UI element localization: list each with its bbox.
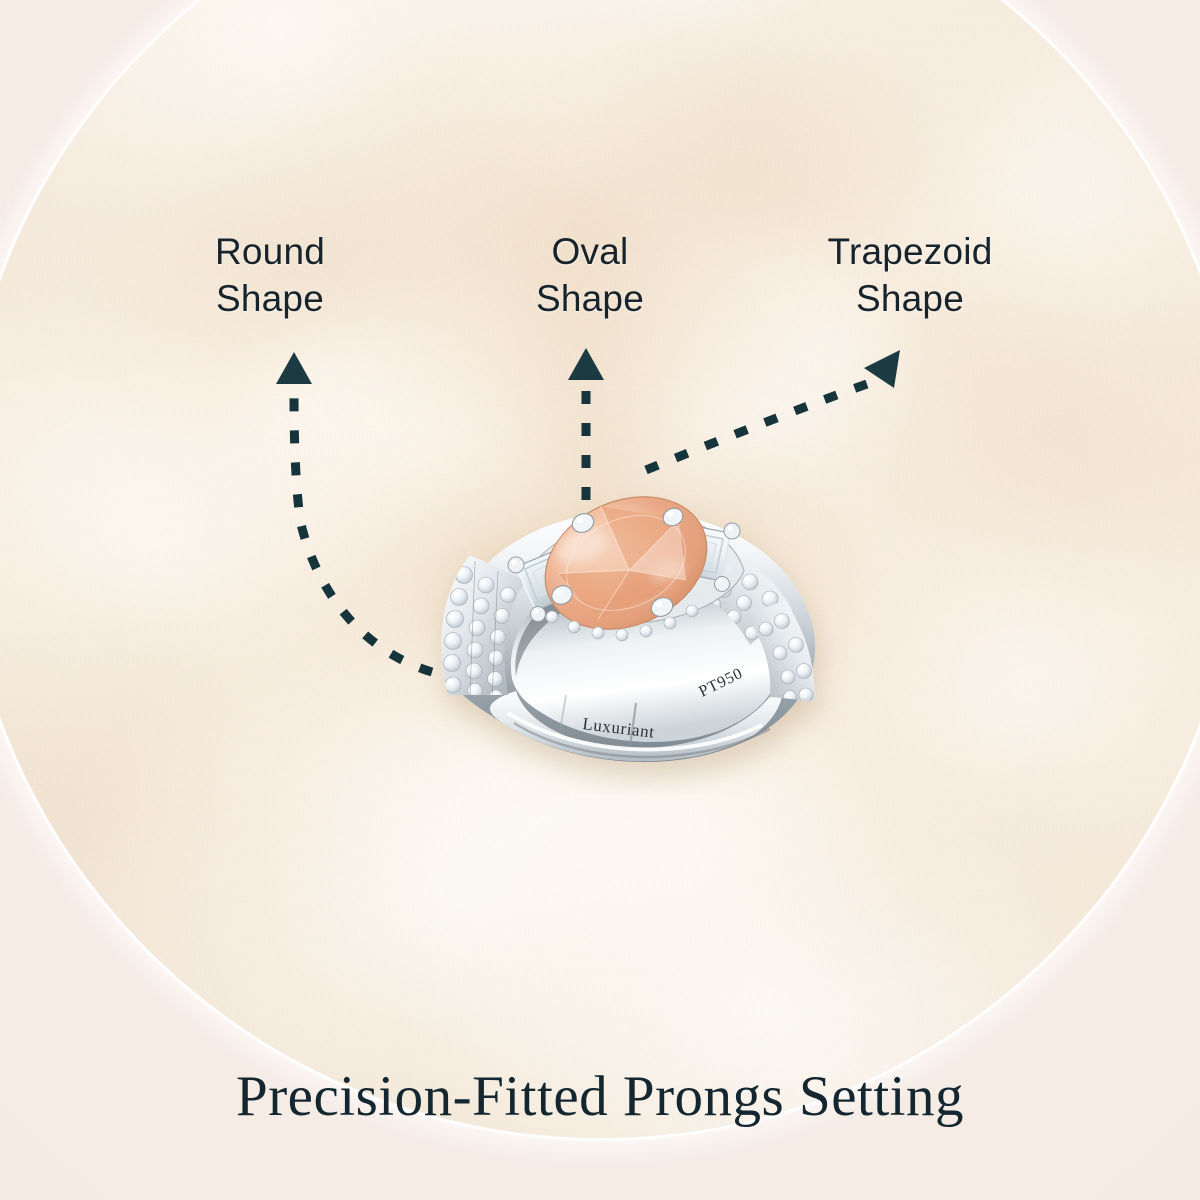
center-stone-prongs (551, 507, 684, 617)
callout-label-trapezoid: Trapezoid Shape (760, 228, 1060, 323)
center-stone-oval (544, 496, 708, 630)
callout-oval-line1: Oval (551, 231, 629, 272)
band-seam (628, 702, 638, 748)
callout-trapezoid-line1: Trapezoid (827, 231, 993, 272)
band-seam (559, 694, 567, 732)
ring-illustration: Luxuriant PT950 (330, 395, 890, 795)
callout-round-line1: Round (214, 231, 326, 272)
callout-label-oval: Oval Shape (460, 228, 720, 323)
band-rim-highlight (506, 711, 763, 752)
band-rim-shadow (513, 721, 771, 759)
ring-band-engraving-face (489, 677, 783, 762)
callout-oval-line2: Shape (536, 278, 644, 320)
bottom-caption: Precision-Fitted Prongs Setting (236, 1065, 964, 1128)
callout-trapezoid-line2: Shape (856, 278, 964, 320)
left-shank-pave-group (443, 560, 516, 695)
callout-label-round: Round Shape (130, 228, 410, 323)
callout-round-line2: Shape (216, 278, 324, 320)
